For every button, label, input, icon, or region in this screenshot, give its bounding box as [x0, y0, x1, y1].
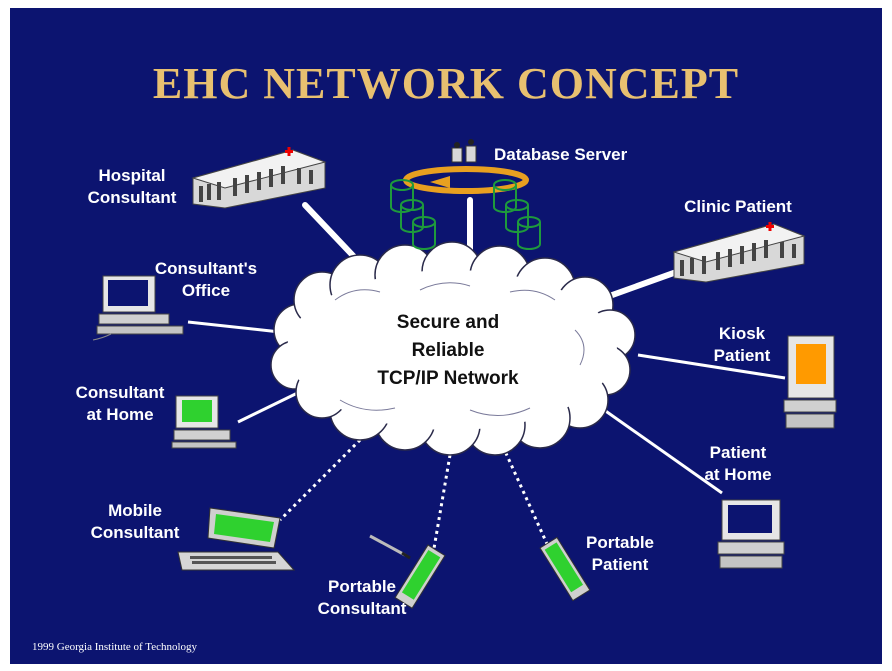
- link-mobile: [278, 428, 372, 522]
- office-desktop-icon: [92, 275, 184, 341]
- link-patient-home: [589, 398, 723, 495]
- patient-desktop-icon: [717, 499, 785, 569]
- server-figures: [451, 139, 477, 163]
- kiosk-patient-label: Kiosk Patient: [713, 324, 771, 365]
- mobile-consultant-label: Mobile Consultant: [90, 501, 180, 542]
- home-desktop-icon: [171, 395, 237, 449]
- database-disks: [390, 179, 541, 250]
- clinic-patient-label: Clinic Patient: [684, 197, 792, 216]
- link-office: [187, 320, 281, 334]
- wireless-links: [278, 428, 554, 561]
- portable-patient-label: Portable Patient: [585, 533, 655, 574]
- portable-patient-pda-icon: [539, 536, 591, 602]
- hospital-consultant-label: Hospital Consultant: [87, 166, 177, 207]
- database-server-label: Database Server: [494, 145, 628, 164]
- laptop-icon: [177, 507, 296, 571]
- network-cloud-label: Secure and Reliable TCP/IP Network: [377, 312, 519, 389]
- kiosk-icon: [783, 335, 837, 429]
- link-portable-consultant: [430, 454, 452, 561]
- portable-consultant-pda-icon: [394, 544, 446, 609]
- database-server-icon: [390, 139, 541, 250]
- consultants-office-label: Consultant's Office: [154, 259, 258, 300]
- portable-consultant-label: Portable Consultant: [317, 577, 407, 618]
- network-cloud: [270, 241, 636, 456]
- copyright-footer: 1999 Georgia Institute of Technology: [32, 641, 198, 653]
- consultant-at-home-label: Consultant at Home: [75, 383, 165, 424]
- hospital-building-icon: [191, 147, 327, 209]
- link-portable-patient: [498, 439, 554, 556]
- clinic-building-icon: [672, 222, 806, 283]
- link-kiosk: [637, 353, 786, 380]
- pda-pen-icon: [369, 534, 411, 560]
- page-title: EHC NETWORK CONCEPT: [152, 59, 740, 108]
- patient-at-home-label: Patient at Home: [704, 443, 772, 484]
